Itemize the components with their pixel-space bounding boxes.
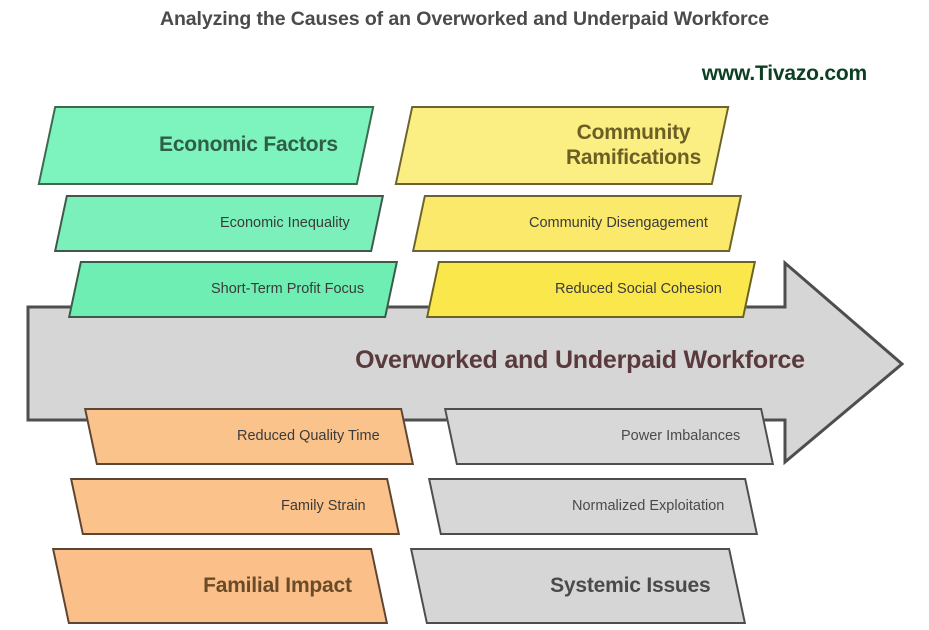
- chip-label: Familial Impact: [203, 573, 352, 597]
- chip-label: Family Strain: [281, 497, 366, 514]
- chip-economic-factors-heading[interactable]: Economic Factors: [37, 106, 375, 185]
- chip-label-line2: Ramifications: [565, 145, 701, 169]
- chip-community-disengagement[interactable]: Community Disengagement: [411, 195, 743, 252]
- chip-label: Normalized Exploitation: [571, 497, 724, 514]
- chip-community-ramifications-heading[interactable]: Community Ramifications: [394, 106, 730, 185]
- chip-normalized-exploitation[interactable]: Normalized Exploitation: [427, 478, 759, 535]
- chip-label: Short-Term Profit Focus: [210, 280, 365, 297]
- chip-label-line1: Community: [576, 120, 691, 144]
- chip-label: Power Imbalances: [620, 427, 740, 444]
- chip-power-imbalances[interactable]: Power Imbalances: [443, 408, 775, 465]
- chip-label: Reduced Social Cohesion: [555, 280, 723, 297]
- chip-family-strain[interactable]: Family Strain: [69, 478, 401, 535]
- page-title: Analyzing the Causes of an Overworked an…: [159, 8, 769, 30]
- chip-label: Systemic Issues: [549, 573, 710, 597]
- chip-familial-impact-heading[interactable]: Familial Impact: [51, 548, 389, 624]
- chip-systemic-issues-heading[interactable]: Systemic Issues: [409, 548, 747, 624]
- site-url-watermark: www.Tivazo.com: [701, 62, 867, 85]
- chip-short-term-profit-focus[interactable]: Short-Term Profit Focus: [67, 261, 399, 318]
- chip-label: Community Disengagement: [529, 214, 709, 231]
- chip-economic-inequality[interactable]: Economic Inequality: [53, 195, 385, 252]
- chip-label: Economic Factors: [159, 133, 339, 157]
- chip-reduced-quality-time[interactable]: Reduced Quality Time: [83, 408, 415, 465]
- chip-reduced-social-cohesion[interactable]: Reduced Social Cohesion: [425, 261, 757, 318]
- chip-label: Economic Inequality: [220, 214, 351, 231]
- chip-label-wrap: Community Ramifications: [566, 121, 701, 171]
- chip-label: Reduced Quality Time: [237, 427, 380, 444]
